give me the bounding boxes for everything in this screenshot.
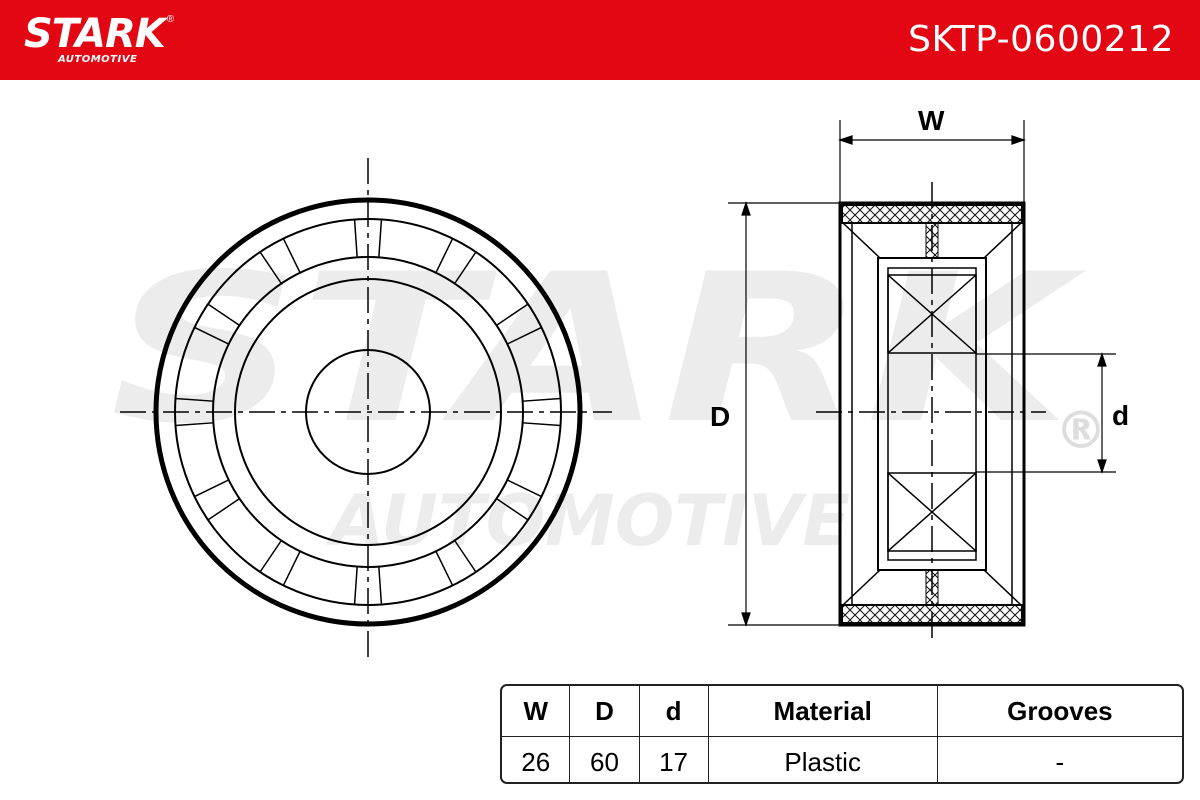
watermark-registered: ® (1055, 401, 1107, 461)
spoke-line (522, 422, 561, 427)
spoke-line (435, 238, 454, 274)
section-centerlines (816, 182, 1046, 640)
label-d-bore: d (1112, 400, 1129, 431)
spoke-line (454, 251, 477, 284)
spoke-line (506, 326, 542, 345)
spoke-line (496, 498, 529, 521)
spoke-line (175, 397, 214, 402)
section-view (816, 182, 1046, 640)
spec-header-row: W D d Material Grooves (502, 686, 1182, 737)
spoke-line (353, 566, 358, 605)
front-centerlines (120, 158, 612, 658)
spoke-line (207, 303, 240, 326)
header-material: Material (708, 686, 938, 737)
spoke-line (435, 550, 454, 586)
spoke-line (207, 498, 240, 521)
logo-subtitle: AUTOMOTIVE (58, 54, 138, 65)
spoke-line (194, 326, 230, 345)
spoke-line (454, 540, 477, 573)
spokes (175, 219, 561, 605)
spoke-line (259, 540, 282, 573)
spoke-line (378, 219, 383, 258)
spec-table: W D d Material Grooves 26 60 17 Plastic … (500, 684, 1184, 784)
header-grooves: Grooves (937, 686, 1182, 737)
spoke-line (194, 479, 230, 498)
part-number: SKTP-0600212 (908, 19, 1174, 60)
logo-brand: STARK (24, 11, 166, 57)
front-view (120, 158, 612, 658)
technical-drawing: STARK AUTOMOTIVE ® (110, 105, 1129, 658)
spoke-line (496, 303, 529, 326)
header-bore: d (639, 686, 709, 737)
header-w: W (502, 686, 571, 737)
spoke-line (378, 566, 383, 605)
spoke-line (282, 550, 301, 586)
dimension-labels: W D d (710, 105, 1129, 432)
value-w: 26 (502, 736, 571, 782)
watermark-brand: STARK (110, 231, 1087, 469)
value-d: 60 (569, 736, 640, 782)
value-material: Plastic (708, 736, 938, 782)
dimensions (728, 120, 1116, 627)
value-grooves: - (1055, 746, 1065, 777)
watermark: STARK AUTOMOTIVE ® (110, 231, 1107, 562)
logo-registered: ® (166, 14, 175, 25)
label-w: W (918, 105, 945, 136)
spoke-line (175, 422, 214, 427)
spoke-line (522, 397, 561, 402)
label-d-outer: D (710, 401, 730, 432)
header-bar: STARK® AUTOMOTIVE SKTP-0600212 (0, 0, 1200, 80)
header-d: D (569, 686, 640, 737)
stark-logo: STARK® AUTOMOTIVE (24, 11, 175, 65)
spec-value-row: 26 60 17 Plastic - (502, 736, 1182, 782)
watermark-subtitle: AUTOMOTIVE (325, 480, 850, 562)
spoke-line (282, 238, 301, 274)
spoke-line (506, 479, 542, 498)
value-bore: 17 (639, 736, 709, 782)
spoke-line (259, 251, 282, 284)
spoke-line (353, 219, 358, 258)
